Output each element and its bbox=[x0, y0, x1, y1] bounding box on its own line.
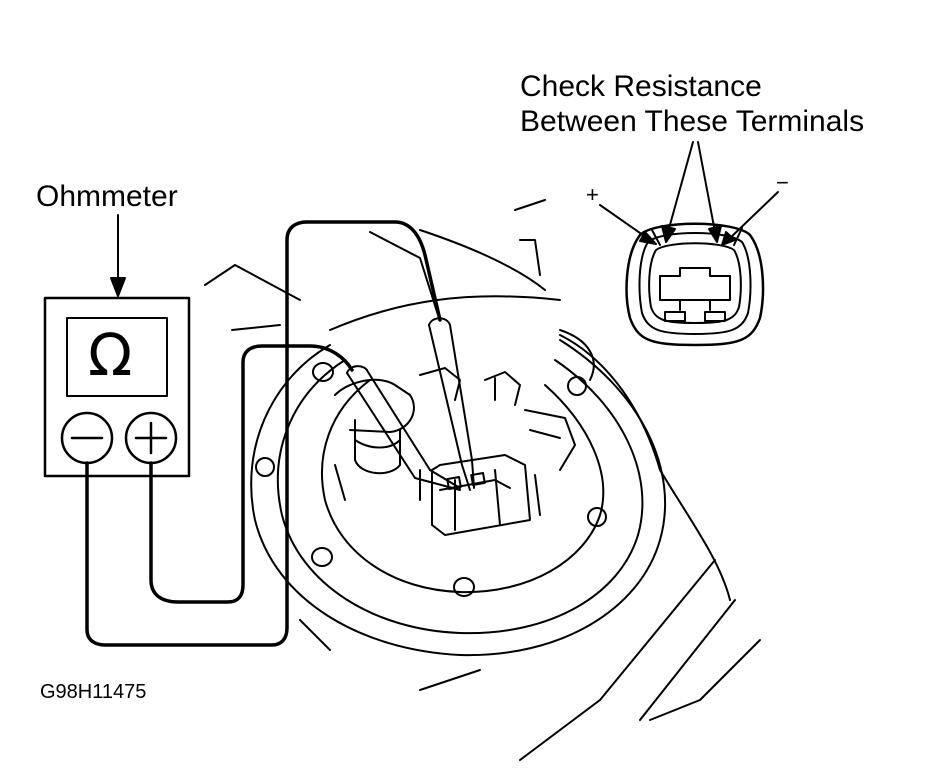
ohmmeter-body bbox=[43, 296, 191, 478]
pump-connector bbox=[419, 454, 541, 536]
flange-bolts bbox=[255, 362, 607, 597]
test-lead-negative bbox=[85, 220, 442, 647]
check-resistance-label-line2: Between These Terminals bbox=[520, 105, 865, 138]
terminal-arrows bbox=[599, 141, 779, 246]
figure-id: G98H11475 bbox=[40, 681, 147, 703]
pump-fittings bbox=[334, 367, 576, 501]
pump-flange bbox=[250, 329, 667, 657]
plus-terminal-label: + bbox=[586, 182, 599, 207]
check-resistance-label-line1: Check Resistance bbox=[520, 70, 762, 103]
connector-detail bbox=[625, 222, 765, 347]
test-lead-positive bbox=[149, 344, 354, 604]
omega-icon: Ω bbox=[88, 321, 133, 389]
minus-terminal-icon bbox=[60, 411, 114, 465]
pump-housing bbox=[204, 199, 761, 761]
test-probe-right bbox=[369, 231, 475, 491]
test-probe-left bbox=[346, 365, 461, 491]
ohmmeter-pointer-arrow bbox=[110, 214, 126, 297]
minus-terminal-label: − bbox=[776, 170, 789, 195]
plus-terminal-icon bbox=[124, 411, 178, 465]
ohmmeter-label: Ohmmeter bbox=[36, 180, 178, 213]
